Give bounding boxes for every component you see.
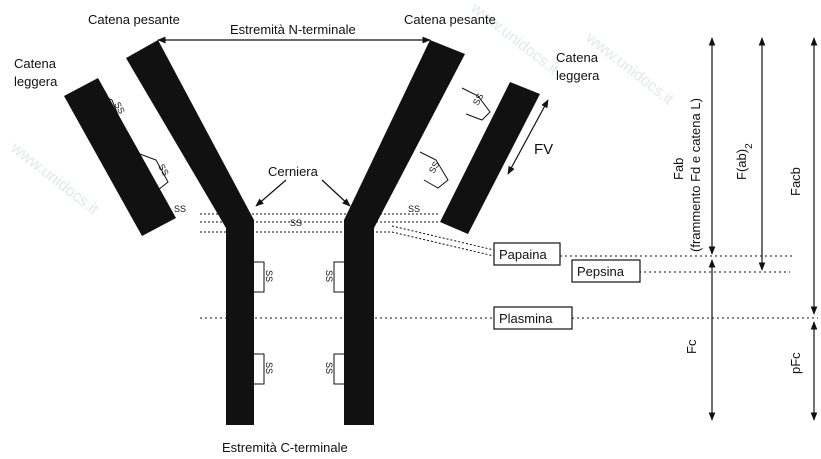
pepsin-box: Pepsina — [572, 260, 640, 282]
heavy-chain-left-label: Catena pesante — [88, 12, 180, 27]
svg-text:F(ab)2: F(ab)2 — [734, 143, 755, 180]
svg-text:SS: SS — [324, 362, 334, 374]
light-chain-left-label-2: leggera — [14, 74, 58, 89]
light-chain-right — [440, 82, 540, 234]
light-chain-left-label-1: Catena — [14, 56, 57, 71]
ss-labels: SS SS SS SS SS SS SS SS SS SS SS — [112, 92, 485, 374]
heavy-chain-right-label: Catena pesante — [404, 12, 496, 27]
n-terminal-label: Estremità N-terminale — [230, 22, 356, 37]
svg-text:SS: SS — [427, 160, 441, 175]
fc-label: Fc — [684, 339, 699, 354]
papain-label: Papaina — [499, 247, 547, 262]
heavy-chain-right — [344, 40, 465, 425]
fab-sub-label: (frammento Fd e catena L) — [688, 98, 703, 252]
disulfide-bonds — [96, 88, 490, 384]
svg-text:SS: SS — [264, 362, 274, 374]
svg-text:SS: SS — [324, 270, 334, 282]
fab-label: Fab — [671, 158, 686, 180]
light-chain-right-label-2: leggera — [556, 68, 600, 83]
hinge-arrow-right — [322, 180, 350, 206]
fv-label: FV — [534, 141, 553, 158]
fab2-label: F(ab)2 — [734, 143, 755, 180]
watermark-1: www.unidocs.it — [7, 139, 102, 219]
papain-box: Papaina — [494, 243, 560, 265]
plasmin-label: Plasmina — [499, 311, 553, 326]
hinge-arrow-left — [256, 180, 286, 206]
light-chain-right-label-1: Catena — [556, 50, 599, 65]
svg-text:SS: SS — [290, 218, 302, 228]
svg-text:SS: SS — [174, 204, 186, 214]
hinge-label: Cerniera — [268, 164, 319, 179]
c-terminal-label: Estremità C-terminale — [222, 440, 348, 455]
svg-text:SS: SS — [264, 270, 274, 282]
facb-label: Facb — [788, 167, 803, 196]
svg-text:SS: SS — [408, 204, 420, 214]
plasmin-box: Plasmina — [494, 307, 572, 329]
pepsin-label: Pepsina — [577, 264, 625, 279]
pfc-label: pFc — [788, 352, 803, 374]
